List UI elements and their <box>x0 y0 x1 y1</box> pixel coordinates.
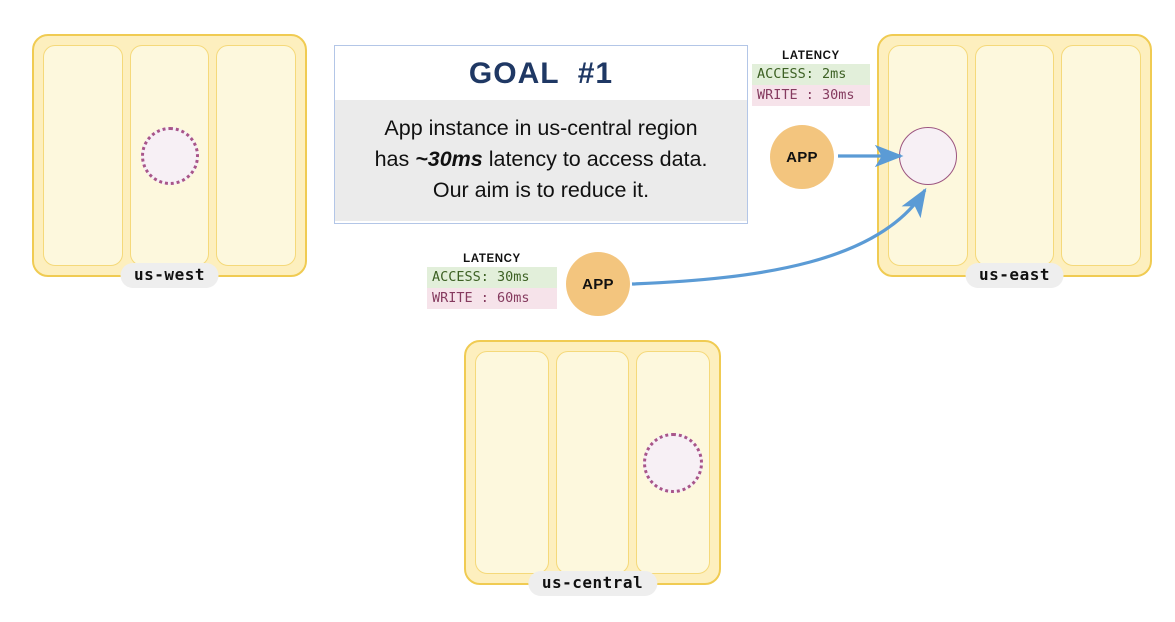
latency-badge-us-central: LATENCY ACCESS: 30ms WRITE : 60ms <box>427 253 557 310</box>
region-label-us-east: us-east <box>965 262 1064 288</box>
region-us-west[interactable]: us-west <box>32 34 307 288</box>
zone-us-west-c[interactable] <box>216 45 297 266</box>
region-us-east[interactable]: us-east <box>877 34 1152 288</box>
latency-access-row: ACCESS: 30ms <box>427 267 557 289</box>
app-node-label: APP <box>582 275 614 293</box>
goal-body-line-2: has ~30ms latency to access data. <box>351 144 731 175</box>
replica-us-east-leader[interactable] <box>898 126 957 185</box>
replica-us-central-follower[interactable] <box>643 432 704 493</box>
replica-us-west-follower[interactable] <box>140 126 199 185</box>
goal-body-line-1: App instance in us-central region <box>384 116 698 140</box>
latency-write-row: WRITE : 60ms <box>427 288 557 310</box>
goal-body-emphasis: ~30ms <box>415 147 483 172</box>
latency-title: LATENCY <box>463 253 521 265</box>
region-label-us-central: us-central <box>527 570 658 596</box>
latency-title: LATENCY <box>782 50 840 62</box>
zone-us-central-c[interactable] <box>636 351 711 574</box>
goal-title: GOAL #1 <box>468 57 614 90</box>
app-node-us-central[interactable]: APP <box>566 252 630 316</box>
app-node-label: APP <box>786 148 818 166</box>
region-us-central[interactable]: us-central <box>464 340 721 596</box>
latency-write-row: WRITE : 30ms <box>752 85 870 107</box>
zone-us-central-a[interactable] <box>475 351 549 574</box>
zone-us-west-b[interactable] <box>129 45 210 266</box>
goal-body-line-2-suffix: latency to access data. <box>482 147 708 172</box>
zone-us-east-a[interactable] <box>888 45 968 266</box>
zone-us-west-a[interactable] <box>43 45 123 266</box>
latency-badge-us-east: LATENCY ACCESS: 2ms WRITE : 30ms <box>752 50 870 107</box>
goal-body: App instance in us-central region has ~3… <box>335 100 747 221</box>
goal-body-line-2-prefix: has <box>374 147 416 172</box>
region-label-us-west: us-west <box>120 262 219 288</box>
app-node-us-east[interactable]: APP <box>770 125 834 189</box>
zone-us-central-b[interactable] <box>555 351 630 574</box>
latency-access-row: ACCESS: 2ms <box>752 64 870 86</box>
zone-us-east-b[interactable] <box>974 45 1055 266</box>
goal-card: GOAL #1 App instance in us-central regio… <box>334 45 748 224</box>
goal-body-line-3: Our aim is to reduce it. <box>432 178 650 203</box>
zone-us-east-c[interactable] <box>1061 45 1142 266</box>
